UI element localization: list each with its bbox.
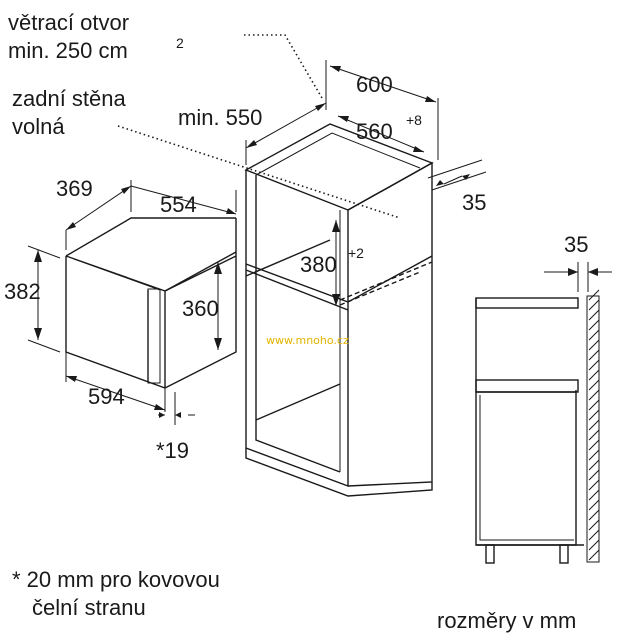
dim-560-line <box>337 115 425 153</box>
appliance-door-inner <box>73 258 161 383</box>
footnote-line2: čelní stranu <box>32 595 146 620</box>
back-wall-label: zadní stěna volná <box>12 86 127 139</box>
dim-554-arrow <box>226 208 236 214</box>
side-top-board <box>475 297 579 309</box>
dim-35-cabinet-text: 35 <box>462 190 486 215</box>
side-view-drawing: 35 <box>475 232 612 564</box>
appliance-top-edge <box>65 217 236 257</box>
dim-35-cabinet-arrows <box>436 174 470 186</box>
appliance-side-edge <box>164 251 237 292</box>
cabinet-inner-left <box>255 175 341 473</box>
cabinet-left-front <box>245 170 349 488</box>
vent-label: větrací otvor min. 250 cm 2 <box>8 10 184 63</box>
back-wall-label-line2: volná <box>12 114 65 139</box>
vent-label-line1: větrací otvor <box>8 10 129 35</box>
dim-600-text: 600 <box>356 72 393 97</box>
dim-35-cabinet-lines <box>427 159 487 191</box>
appliance-drawing: 369 554 382 360 594 *19 <box>4 176 237 463</box>
dim-594-ext <box>65 352 166 412</box>
dim-560-arrows <box>338 116 424 152</box>
dim-600-ext <box>325 60 439 160</box>
dim-369-arrows <box>66 186 131 230</box>
dim-369-line <box>65 185 132 231</box>
dim-382-text: 382 <box>4 279 41 304</box>
back-wall-label-line1: zadní stěna <box>12 86 127 111</box>
dim-35-side-text: 35 <box>564 232 588 257</box>
footnote-line1: * 20 mm pro kovovou <box>12 567 220 592</box>
dim-550-line <box>245 102 327 149</box>
dim-560-tolerance: +8 <box>406 112 422 128</box>
side-inner-line <box>479 395 574 541</box>
side-appliance-top <box>475 379 579 393</box>
dim-554-text: 554 <box>160 192 197 217</box>
dim-369-ext <box>65 180 132 250</box>
cabinet-shelf-upper-thickness <box>245 269 349 311</box>
vent-label-superscript: 2 <box>176 35 184 51</box>
cabinet-plinth <box>245 448 433 497</box>
cabinet-top <box>244 123 434 211</box>
appliance-control-strip <box>147 288 161 384</box>
side-foot-left <box>485 544 495 564</box>
side-foot-right <box>559 544 569 564</box>
dim-380-tolerance: +2 <box>348 245 364 261</box>
watermark: www.mnoho.cz <box>266 334 349 347</box>
cabinet-side <box>347 161 433 487</box>
dim-550-text: min. 550 <box>178 105 262 130</box>
dim-19-lines <box>158 392 195 425</box>
appliance-front-edge <box>65 255 166 388</box>
vent-cutout-dashed <box>339 261 433 306</box>
cabinet-drawing: 600 min. 550 560 +8 35 380 +2 <box>178 60 487 497</box>
dim-382-ext <box>27 245 61 353</box>
units-note: rozměry v mm <box>437 608 576 633</box>
dim-594-line <box>65 375 166 411</box>
dim-600-line <box>329 65 437 103</box>
dim-380-text: 380 <box>300 252 337 277</box>
dim-550-arrows <box>246 103 326 148</box>
wall-hatch <box>588 289 600 561</box>
dim-560-text: 560 <box>356 119 393 144</box>
vent-label-line2: min. 250 cm <box>8 38 128 63</box>
dim-360-text: 360 <box>182 296 219 321</box>
dim-594-text: 594 <box>88 384 125 409</box>
dim-369-text: 369 <box>56 176 93 201</box>
dim-35-side-arrows <box>568 268 598 276</box>
vent-leader-line <box>244 34 323 99</box>
cabinet-shelf-upper-back <box>245 239 331 277</box>
dim-19-arrows <box>159 412 181 418</box>
cabinet-shelf-lower <box>255 383 341 421</box>
side-cabinet-outline <box>475 298 577 546</box>
dim-19-text: *19 <box>156 438 189 463</box>
dim-554-line <box>130 185 237 215</box>
cabinet-inner-top <box>255 132 421 176</box>
dim-35-side-ext <box>577 262 589 292</box>
